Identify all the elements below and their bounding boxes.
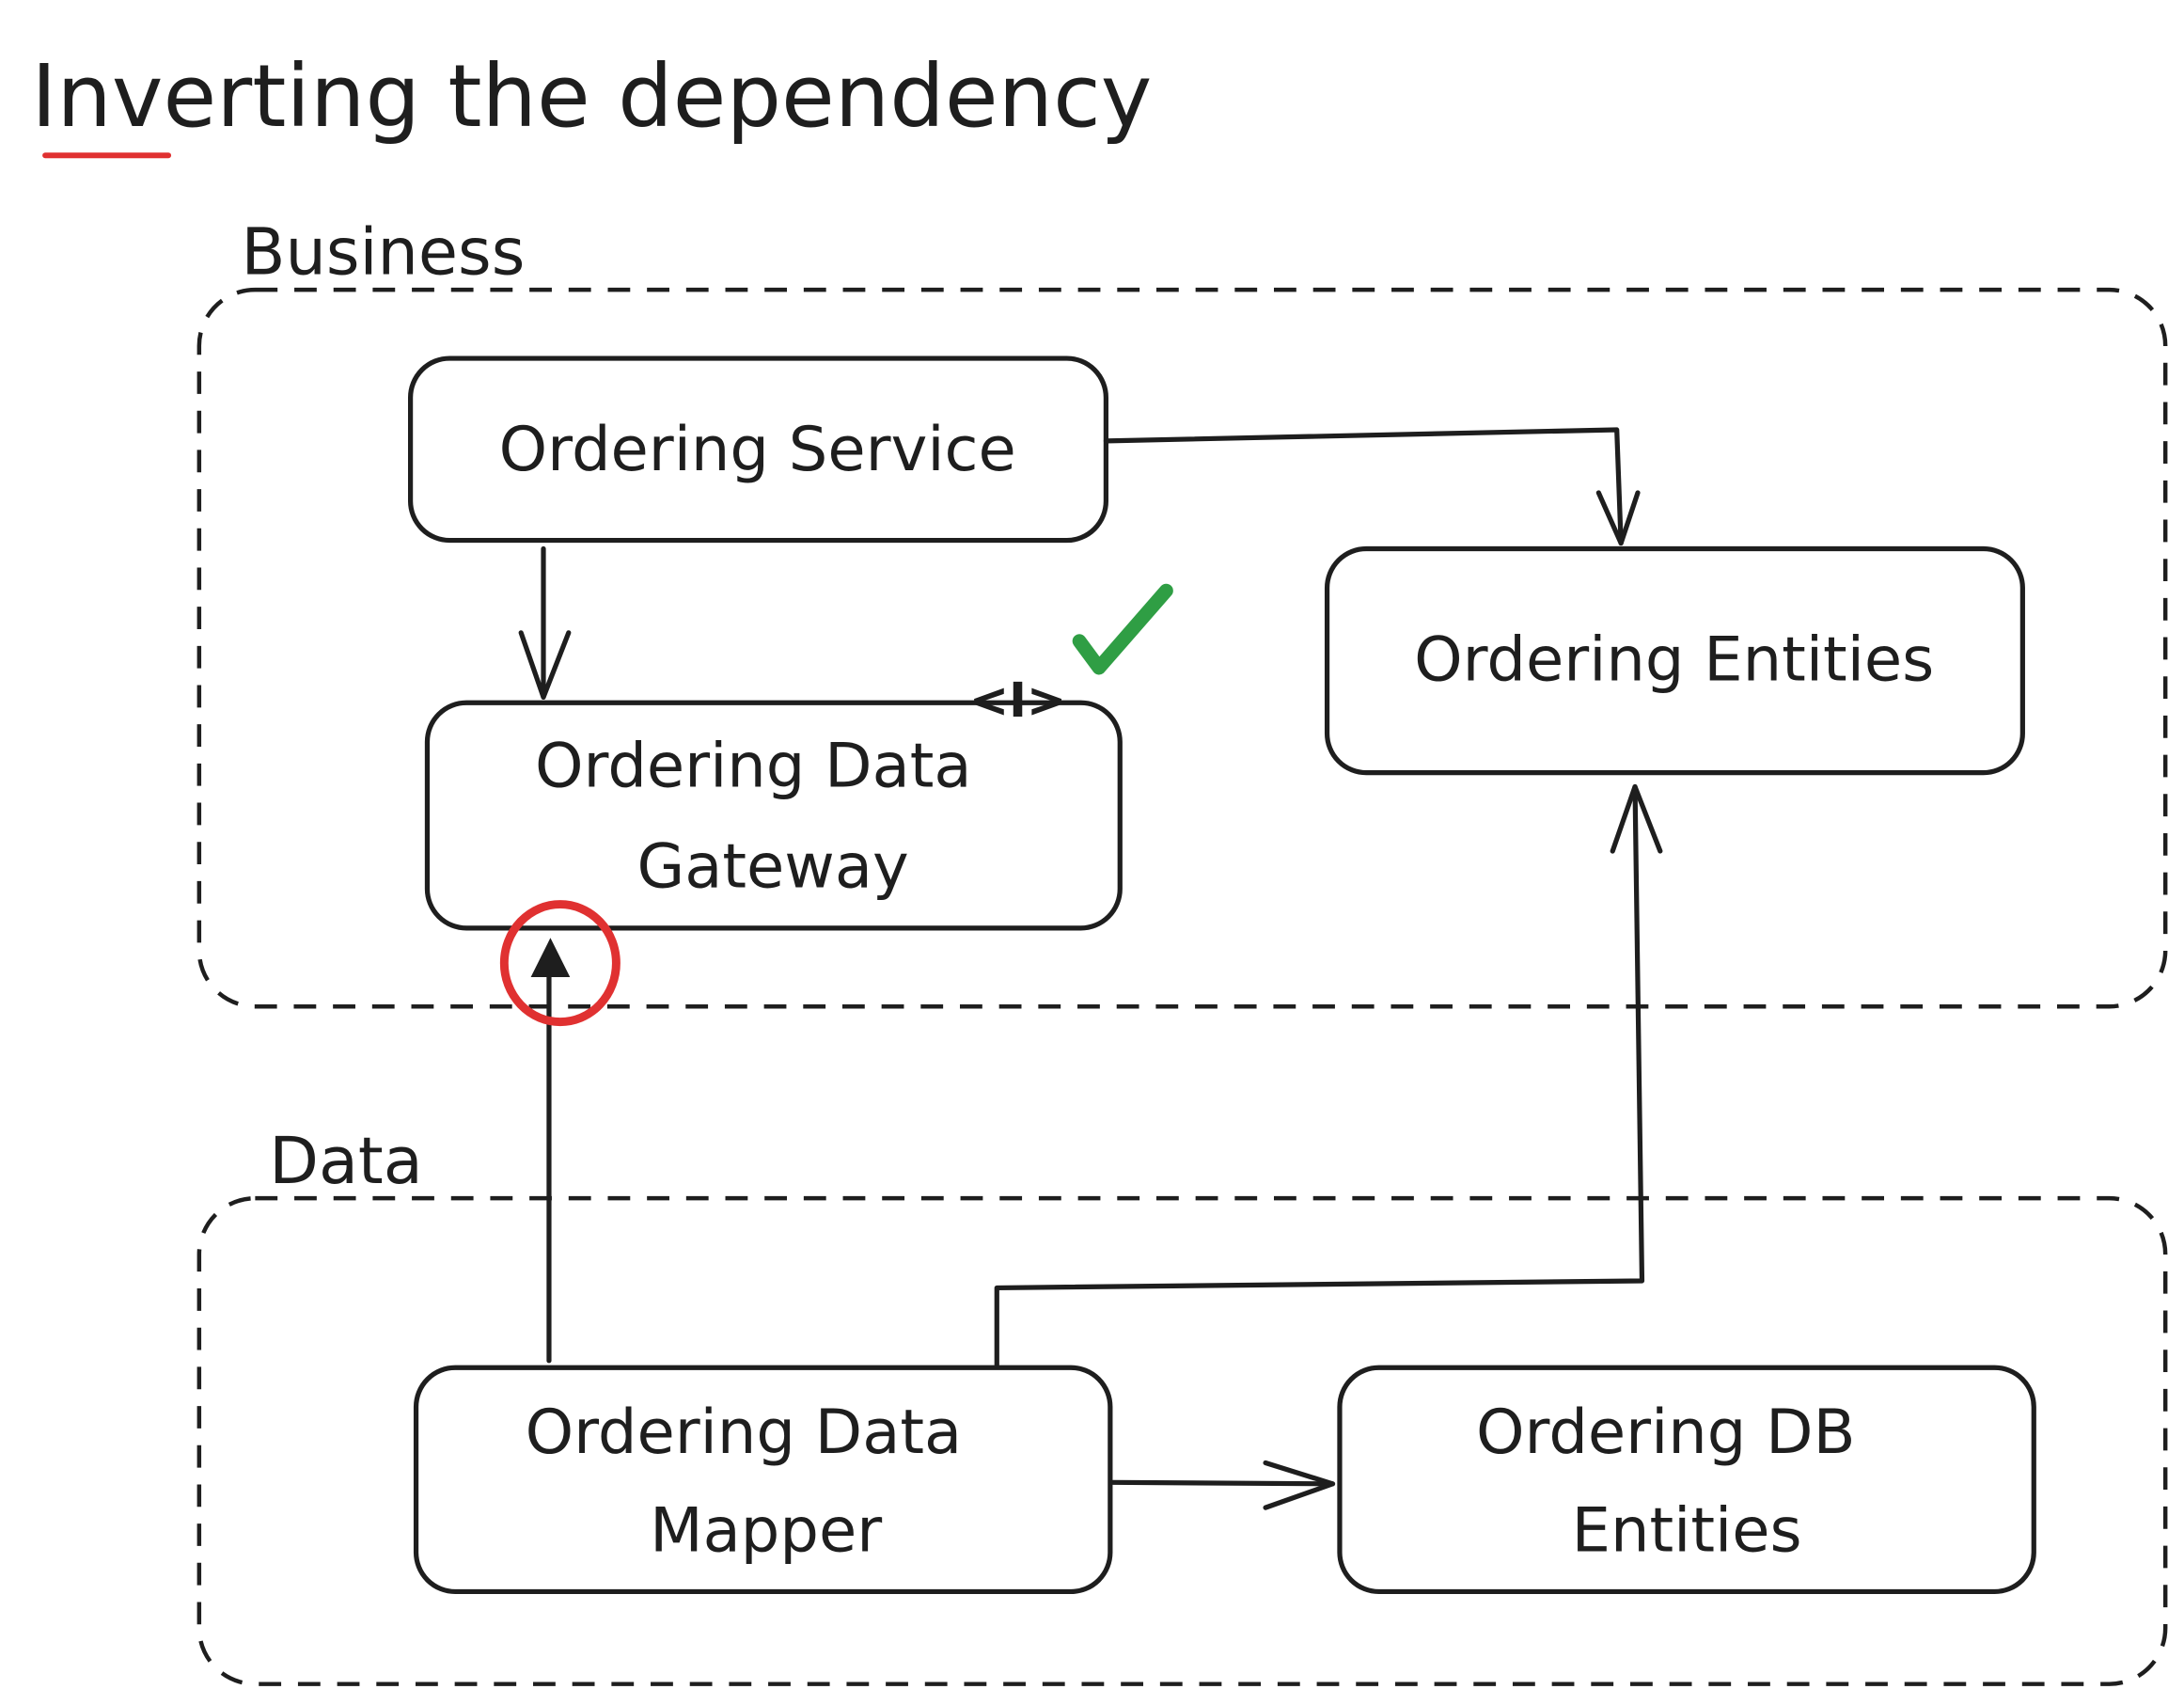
node-ordering-service[interactable]: Ordering Service <box>407 355 1108 544</box>
edge-mapper-to-gateway <box>499 900 621 1364</box>
arrowhead-filled <box>530 938 571 977</box>
edge-mapper-to-db-entities <box>1110 1460 1336 1510</box>
edge-service-to-gateway <box>518 545 572 700</box>
node-label-line1: Ordering DB <box>1476 1397 1856 1468</box>
node-label-line1: Ordering Data <box>535 731 972 802</box>
node-label-line1: Ordering Data <box>526 1397 963 1468</box>
node-ordering-db-entities[interactable]: Ordering DB Entities <box>1337 1365 2036 1595</box>
group-business <box>196 287 2168 1009</box>
diagram-title: Inverting the dependency <box>31 45 1152 147</box>
group-data <box>196 1195 2168 1686</box>
node-label-line2: Entities <box>1572 1494 1802 1566</box>
group-label-business: Business <box>241 215 525 291</box>
node-label: Ordering Entities <box>1414 624 1934 695</box>
edge-mapper-to-entities <box>994 783 1663 1367</box>
node-label: Ordering Service <box>499 414 1016 485</box>
checkmark-icon <box>1072 583 1173 675</box>
highlight-circle <box>499 900 621 1027</box>
node-ordering-entities[interactable]: Ordering Entities <box>1324 545 2025 776</box>
node-ordering-data-gateway[interactable]: Ordering Data Gateway <I> <box>424 672 1123 931</box>
node-label-line2: Mapper <box>650 1494 882 1566</box>
node-label-line2: Gateway <box>636 831 908 903</box>
edge-service-to-entities <box>1103 427 1641 546</box>
interface-badge: <I> <box>969 672 1067 728</box>
group-label-data: Data <box>269 1124 422 1199</box>
node-ordering-data-mapper[interactable]: Ordering Data Mapper <box>413 1365 1113 1595</box>
